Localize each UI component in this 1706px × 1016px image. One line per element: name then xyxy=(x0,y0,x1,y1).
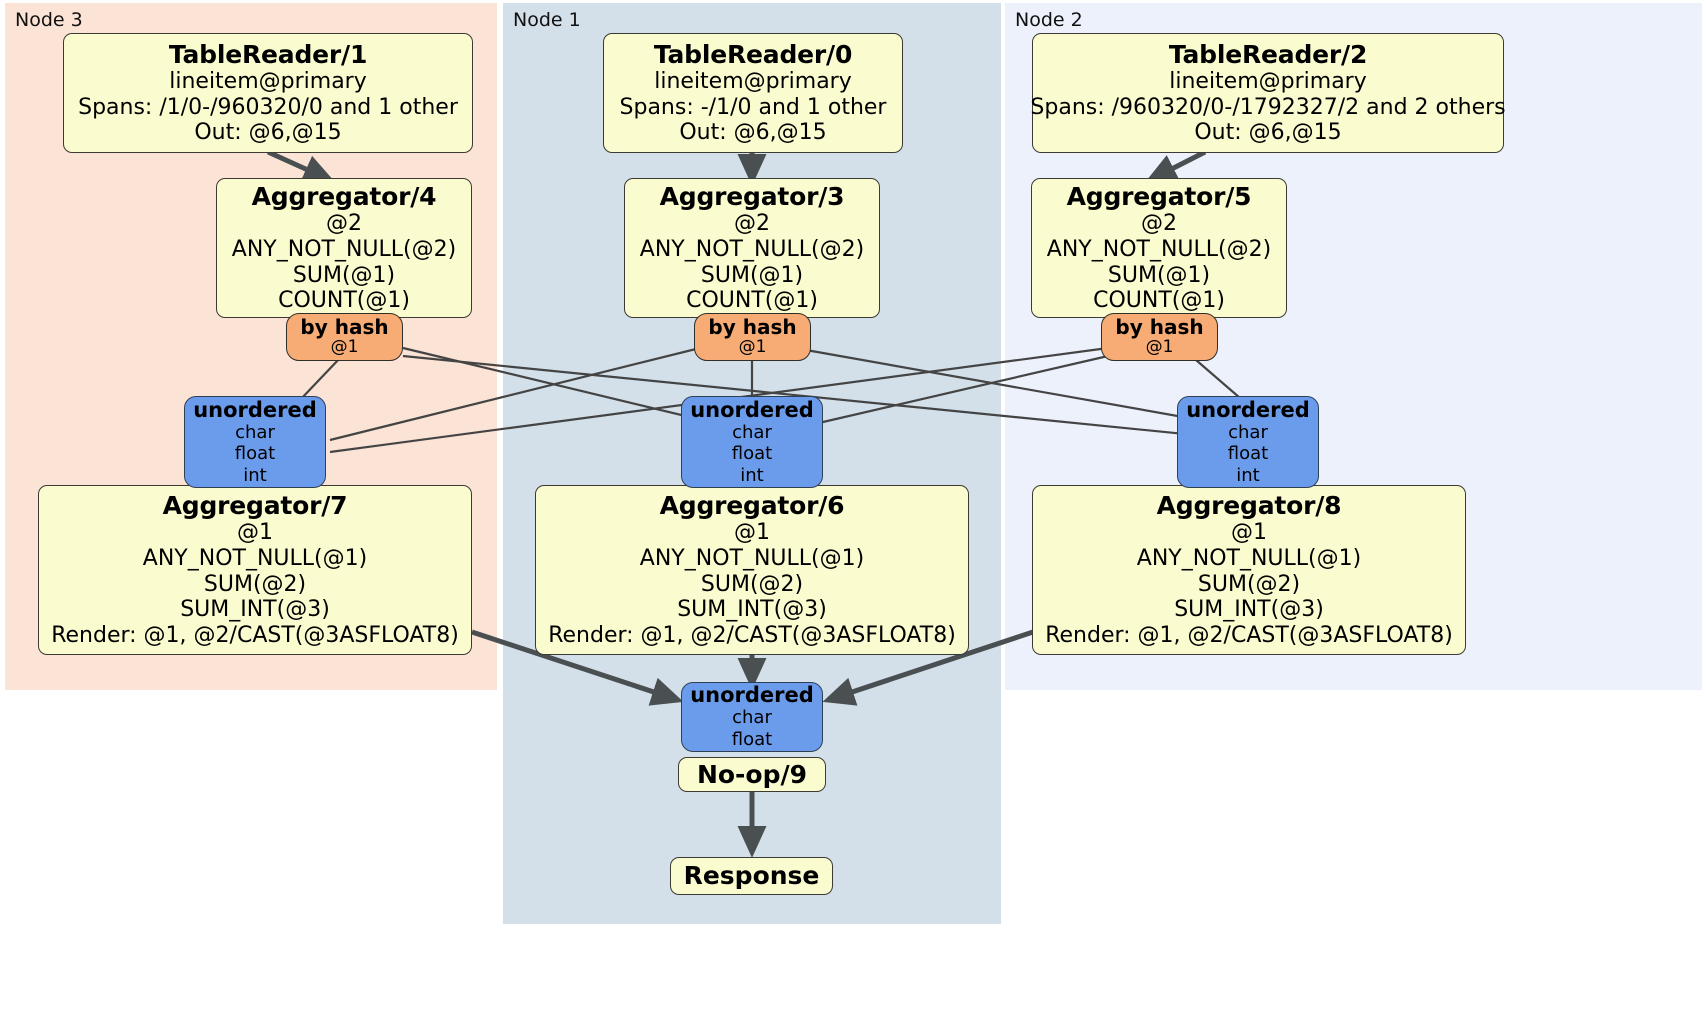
processor-detail-line: Out: @6,@15 xyxy=(1194,120,1342,146)
processor-detail-line: lineitem@primary xyxy=(654,68,852,94)
synchronizer-unordered-center[interactable]: unordered char float int xyxy=(681,396,823,488)
synchronizer-type-line: float xyxy=(234,443,276,465)
synchronizer-title: unordered xyxy=(193,397,317,422)
processor-no-op-9[interactable]: No-op/9 xyxy=(678,757,826,792)
processor-tablereader-0[interactable]: TableReader/0 lineitem@primary Spans: -/… xyxy=(603,33,903,153)
processor-title: No-op/9 xyxy=(696,759,808,789)
processor-render-line: Render: @1, @2/CAST(@3ASFLOAT8) xyxy=(1045,623,1453,649)
processor-detail-line: COUNT(@1) xyxy=(1093,288,1225,314)
processor-detail-line: Spans: -/1/0 and 1 other xyxy=(619,94,887,120)
synchronizer-type-line: float xyxy=(1227,443,1269,465)
processor-aggregator-5[interactable]: Aggregator/5 @2 ANY_NOT_NULL(@2) SUM(@1)… xyxy=(1031,178,1287,318)
processor-detail-line: COUNT(@1) xyxy=(278,288,410,314)
processor-tablereader-2[interactable]: TableReader/2 lineitem@primary Spans: /9… xyxy=(1030,33,1506,153)
router-detail-line: @1 xyxy=(1145,337,1174,358)
router-title: by hash xyxy=(1115,315,1204,340)
processor-detail-line: ANY_NOT_NULL(@1) xyxy=(142,545,368,571)
processor-render-line: Render: @1, @2/CAST(@3ASFLOAT8) xyxy=(548,623,956,649)
processor-aggregator-6[interactable]: Aggregator/6 @1 ANY_NOT_NULL(@1) SUM(@2)… xyxy=(535,485,969,655)
processor-title: TableReader/2 xyxy=(1168,39,1368,69)
processor-title: Aggregator/3 xyxy=(659,182,845,212)
router-detail-line: @1 xyxy=(738,337,767,358)
synchronizer-type-line: char xyxy=(1228,421,1268,443)
synchronizer-type-line: float xyxy=(731,729,773,751)
processor-detail-line: @1 xyxy=(734,520,770,546)
output-router-hash-left[interactable]: by hash @1 xyxy=(286,313,403,361)
processor-detail-line: SUM(@1) xyxy=(292,262,396,288)
processor-render-line: Render: @1, @2/CAST(@3ASFLOAT8) xyxy=(51,623,459,649)
synchronizer-title: unordered xyxy=(690,397,814,422)
processor-detail-line: @1 xyxy=(1231,520,1267,546)
processor-title: Response xyxy=(683,861,820,891)
synchronizer-type-line: char xyxy=(732,707,772,729)
processor-detail-line: SUM(@2) xyxy=(203,571,307,597)
processor-title: Aggregator/6 xyxy=(659,491,845,521)
processor-detail-line: Out: @6,@15 xyxy=(194,120,342,146)
synchronizer-unordered-left[interactable]: unordered char float int xyxy=(184,396,326,488)
processor-detail-line: COUNT(@1) xyxy=(686,288,818,314)
processor-detail-line: ANY_NOT_NULL(@2) xyxy=(1046,236,1272,262)
processor-detail-line: SUM(@1) xyxy=(1107,262,1211,288)
processor-aggregator-7[interactable]: Aggregator/7 @1 ANY_NOT_NULL(@1) SUM(@2)… xyxy=(38,485,472,655)
node-region-label-node1: Node 1 xyxy=(513,9,581,31)
processor-detail-line: lineitem@primary xyxy=(1169,68,1367,94)
processor-detail-line: @2 xyxy=(734,211,770,237)
processor-detail-line: SUM_INT(@3) xyxy=(677,597,827,623)
processor-detail-line: ANY_NOT_NULL(@2) xyxy=(231,236,457,262)
processor-title: TableReader/0 xyxy=(653,39,853,69)
router-detail-line: @1 xyxy=(330,337,359,358)
processor-aggregator-3[interactable]: Aggregator/3 @2 ANY_NOT_NULL(@2) SUM(@1)… xyxy=(624,178,880,318)
processor-detail-line: SUM_INT(@3) xyxy=(1174,597,1324,623)
synchronizer-type-line: int xyxy=(1236,464,1260,486)
synchronizer-unordered-final[interactable]: unordered char float xyxy=(681,682,823,752)
processor-detail-line: Spans: /960320/0-/1792327/2 and 2 others xyxy=(1030,94,1506,120)
synchronizer-title: unordered xyxy=(690,683,814,708)
synchronizer-type-line: char xyxy=(732,421,772,443)
router-title: by hash xyxy=(300,315,389,340)
processor-detail-line: SUM(@2) xyxy=(700,571,804,597)
processor-detail-line: @2 xyxy=(326,211,362,237)
processor-detail-line: ANY_NOT_NULL(@1) xyxy=(1136,545,1362,571)
processor-detail-line: ANY_NOT_NULL(@1) xyxy=(639,545,865,571)
processor-detail-line: ANY_NOT_NULL(@2) xyxy=(639,236,865,262)
processor-title: Aggregator/8 xyxy=(1156,491,1342,521)
processor-title: Aggregator/7 xyxy=(162,491,348,521)
output-router-hash-center[interactable]: by hash @1 xyxy=(694,313,811,361)
processor-detail-line: lineitem@primary xyxy=(169,68,367,94)
synchronizer-type-line: int xyxy=(243,464,267,486)
processor-title: TableReader/1 xyxy=(168,39,368,69)
processor-aggregator-8[interactable]: Aggregator/8 @1 ANY_NOT_NULL(@1) SUM(@2)… xyxy=(1032,485,1466,655)
output-router-hash-right[interactable]: by hash @1 xyxy=(1101,313,1218,361)
processor-detail-line: Out: @6,@15 xyxy=(679,120,827,146)
synchronizer-type-line: char xyxy=(235,421,275,443)
synchronizer-type-line: float xyxy=(731,443,773,465)
router-title: by hash xyxy=(708,315,797,340)
synchronizer-unordered-right[interactable]: unordered char float int xyxy=(1177,396,1319,488)
synchronizer-title: unordered xyxy=(1186,397,1310,422)
processor-detail-line: @2 xyxy=(1141,211,1177,237)
processor-title: Aggregator/5 xyxy=(1066,182,1252,212)
processor-detail-line: @1 xyxy=(237,520,273,546)
node-region-label-node2: Node 2 xyxy=(1015,9,1083,31)
processor-response[interactable]: Response xyxy=(670,857,833,895)
processor-tablereader-1[interactable]: TableReader/1 lineitem@primary Spans: /1… xyxy=(63,33,473,153)
processor-detail-line: SUM(@2) xyxy=(1197,571,1301,597)
processor-title: Aggregator/4 xyxy=(251,182,437,212)
processor-detail-line: Spans: /1/0-/960320/0 and 1 other xyxy=(78,94,458,120)
synchronizer-type-line: int xyxy=(740,464,764,486)
node-region-label-node3: Node 3 xyxy=(15,9,83,31)
processor-detail-line: SUM(@1) xyxy=(700,262,804,288)
processor-detail-line: SUM_INT(@3) xyxy=(180,597,330,623)
processor-aggregator-4[interactable]: Aggregator/4 @2 ANY_NOT_NULL(@2) SUM(@1)… xyxy=(216,178,472,318)
